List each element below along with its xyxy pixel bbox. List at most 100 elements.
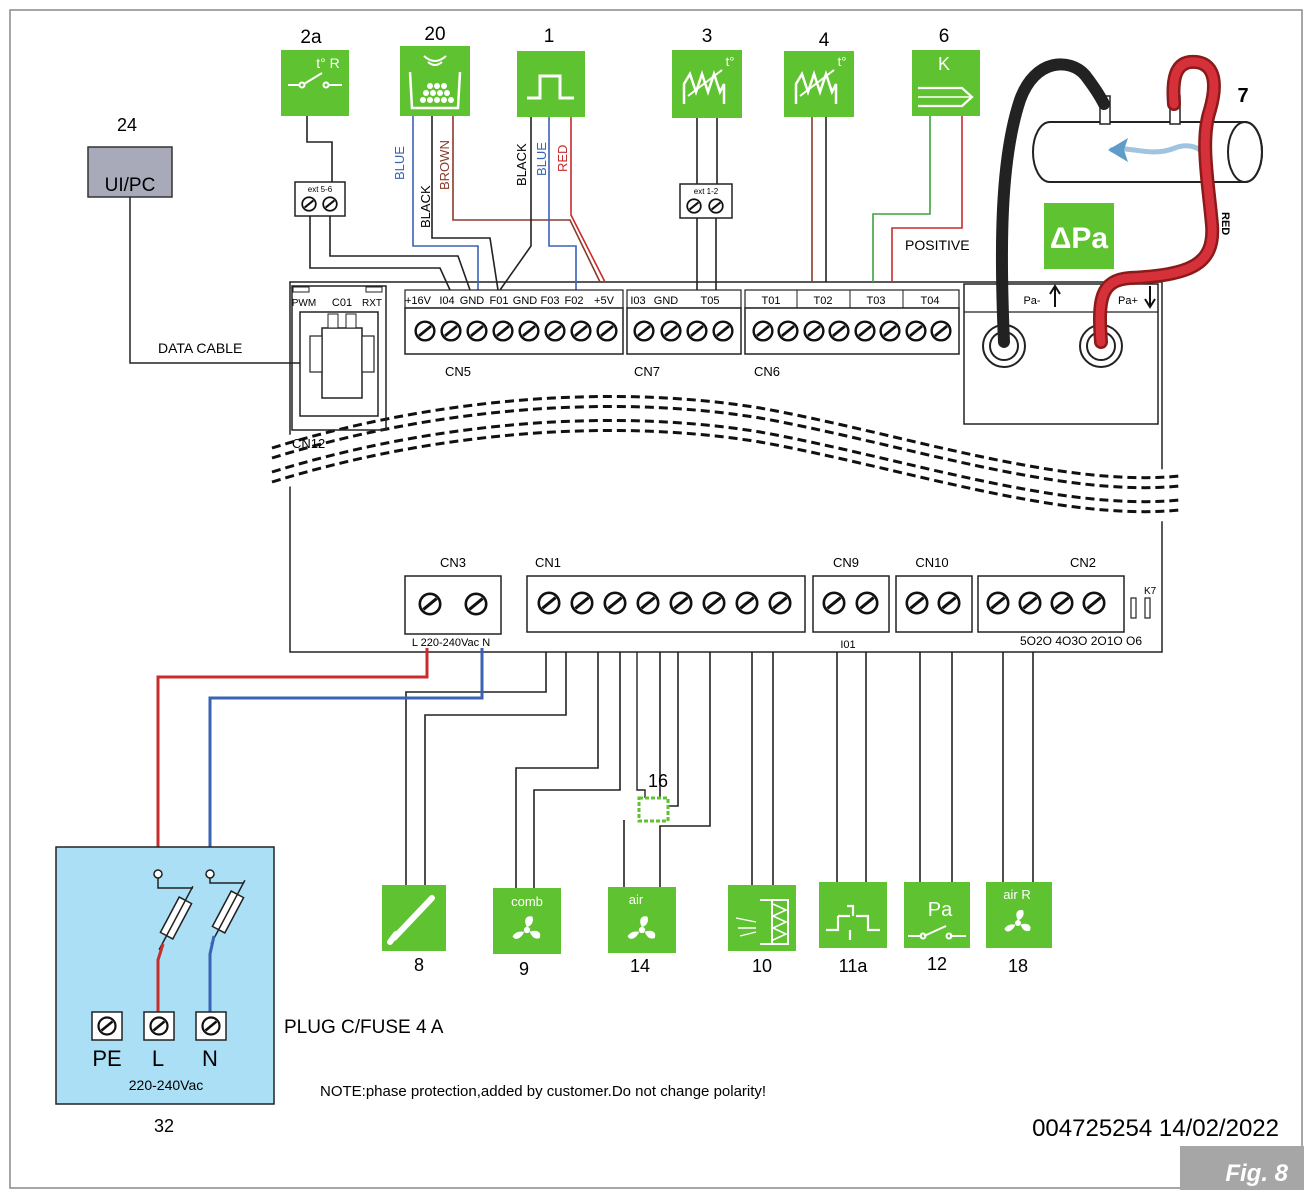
terminal-n-label: N <box>202 1046 218 1071</box>
wire-label-red-1: RED <box>555 145 570 172</box>
device-11a-number: 11a <box>839 956 869 976</box>
cn6-pin-t03: T03 <box>867 295 886 307</box>
device-16: 16 <box>637 771 670 823</box>
connector-cn7: I03 GND T05 CN7 <box>626 289 742 379</box>
document-code: 004725254 14/02/2022 <box>1032 1115 1279 1142</box>
cn5-pin-gnd1: GND <box>460 295 485 307</box>
delta-pa-label: ΔPa <box>1050 222 1109 255</box>
cn7-pin-gnd: GND <box>654 295 679 307</box>
device-9: comb 9 <box>493 888 561 979</box>
cn3-pins: L 220-240Vac N <box>412 637 490 649</box>
cn5-pin-f02: F02 <box>565 295 584 307</box>
device-9-label: comb <box>511 894 543 909</box>
ui-pc-label: UI/PC <box>105 175 156 196</box>
ui-pc-box <box>87 146 173 198</box>
device-12: Pa 12 <box>904 882 970 974</box>
device-2a-glyph: t° R <box>316 55 340 71</box>
connector-cn5: +16V I04 GND F01 GND F03 F02 +5V CN5 <box>404 289 624 379</box>
cn5-pin-f03: F03 <box>541 295 560 307</box>
delta-pa-sensor: ΔPa <box>1044 203 1114 269</box>
cn12-rxt-label: RXT <box>362 298 382 309</box>
outer-frame <box>9 9 1303 1189</box>
device-9-number: 9 <box>519 959 529 979</box>
plug-fuse-label: PLUG C/FUSE 4 A <box>284 1017 444 1038</box>
top-wires <box>306 116 963 291</box>
device-6-glyph: K <box>938 54 950 74</box>
plug-fuse-box: PE L N 220-240Vac <box>55 846 275 1105</box>
device-3-glyph: t° <box>726 54 735 69</box>
device-3-number: 3 <box>702 26 713 47</box>
device-12-label: Pa <box>928 899 953 921</box>
data-cable-label: DATA CABLE <box>158 340 242 356</box>
pa-plus-label: Pa+ <box>1118 295 1138 307</box>
cn3-name: CN3 <box>440 555 466 570</box>
red-tube-label: RED <box>1219 212 1231 235</box>
device-6: 6 K <box>912 26 980 116</box>
device-4: 4 t° <box>784 30 854 117</box>
terminal-pe-label: PE <box>92 1046 121 1071</box>
differential-pressure-icon <box>1044 203 1114 269</box>
pulse-encoder-icon <box>517 51 585 117</box>
terminal-l-label: L <box>152 1046 164 1071</box>
black-tube <box>995 58 1110 348</box>
connector-cn10: CN10 <box>895 555 973 633</box>
device-7-number: 7 <box>1237 85 1248 107</box>
cn1-name: CN1 <box>535 555 561 570</box>
break-line-3 <box>271 418 1181 504</box>
break-line-4 <box>271 428 1181 514</box>
cn12-pwm-label: PWM <box>292 298 316 309</box>
plug-voltage: 220-240Vac <box>129 1077 203 1093</box>
fuse-l-icon <box>158 885 194 951</box>
cn6-pin-t04: T04 <box>921 295 940 307</box>
connector-cn9: CN9 I01 <box>812 555 890 651</box>
device-18-number: 18 <box>1008 956 1028 976</box>
device-8: 8 <box>382 885 446 975</box>
device-1-number: 1 <box>544 26 555 47</box>
cn2-pins: 5O2O 4O3O 2O1O O6 <box>1020 634 1142 648</box>
k7-label: K7 <box>1144 586 1157 597</box>
cn12-c01-label: C01 <box>332 297 352 309</box>
polarity-note: NOTE:phase protection,added by customer.… <box>320 1083 766 1100</box>
positive-label: POSITIVE <box>905 237 970 253</box>
pa-minus-label: Pa- <box>1023 295 1040 307</box>
device-14-label: air <box>629 892 644 907</box>
wire-label-black-1: BLACK <box>514 143 529 186</box>
wire-label-blue-1: BLUE <box>534 142 549 176</box>
device-18: air R 18 <box>986 882 1052 976</box>
device-2a-number: 2a <box>300 27 322 48</box>
wire-label-blue-20: BLUE <box>392 146 407 180</box>
cn5-pin-f01: F01 <box>490 295 509 307</box>
ext-1-2-label: ext 1-2 <box>694 187 719 196</box>
airflow-arrow-icon <box>1109 143 1202 155</box>
device-1: 1 <box>517 26 585 117</box>
cn12-name: CN12 <box>292 436 325 451</box>
connector-cn1: CN1 <box>526 555 806 633</box>
device-2a: 2a t° R <box>281 27 349 116</box>
cn6-pin-t02: T02 <box>814 295 833 307</box>
device-18-label: air R <box>1003 887 1030 902</box>
cn9-name: CN9 <box>833 555 859 570</box>
device-8-number: 8 <box>414 955 424 975</box>
cn5-pin-i04: I04 <box>439 295 454 307</box>
ui-pc: 24 UI/PC <box>87 115 173 198</box>
device-20: 20 <box>400 24 470 116</box>
connector-cn6: T01 T02 T03 T04 CN6 <box>744 289 960 379</box>
break-line-1 <box>271 394 1181 480</box>
fuse-n-icon <box>210 879 246 945</box>
wire-label-black-20: BLACK <box>418 185 433 228</box>
bottom-wires <box>405 652 1034 888</box>
device-3: 3 t° <box>672 26 742 118</box>
cn7-pin-i03: I03 <box>630 295 645 307</box>
connector-cn3: CN3 L 220-240Vac N <box>404 555 502 649</box>
cn10-name: CN10 <box>915 555 948 570</box>
device-16-number: 16 <box>648 771 668 791</box>
data-cable-wire <box>129 197 342 364</box>
ext-terminal-1-2: ext 1-2 <box>679 183 733 219</box>
connector-cn2: CN2 5O2O 4O3O 2O1O O6 K7 <box>977 555 1157 648</box>
cn7-pin-t05: T05 <box>701 295 720 307</box>
red-tube <box>1095 57 1219 347</box>
figure-badge <box>1180 1146 1304 1190</box>
cn9-pin: I01 <box>840 639 855 651</box>
device-4-glyph: t° <box>838 54 847 69</box>
